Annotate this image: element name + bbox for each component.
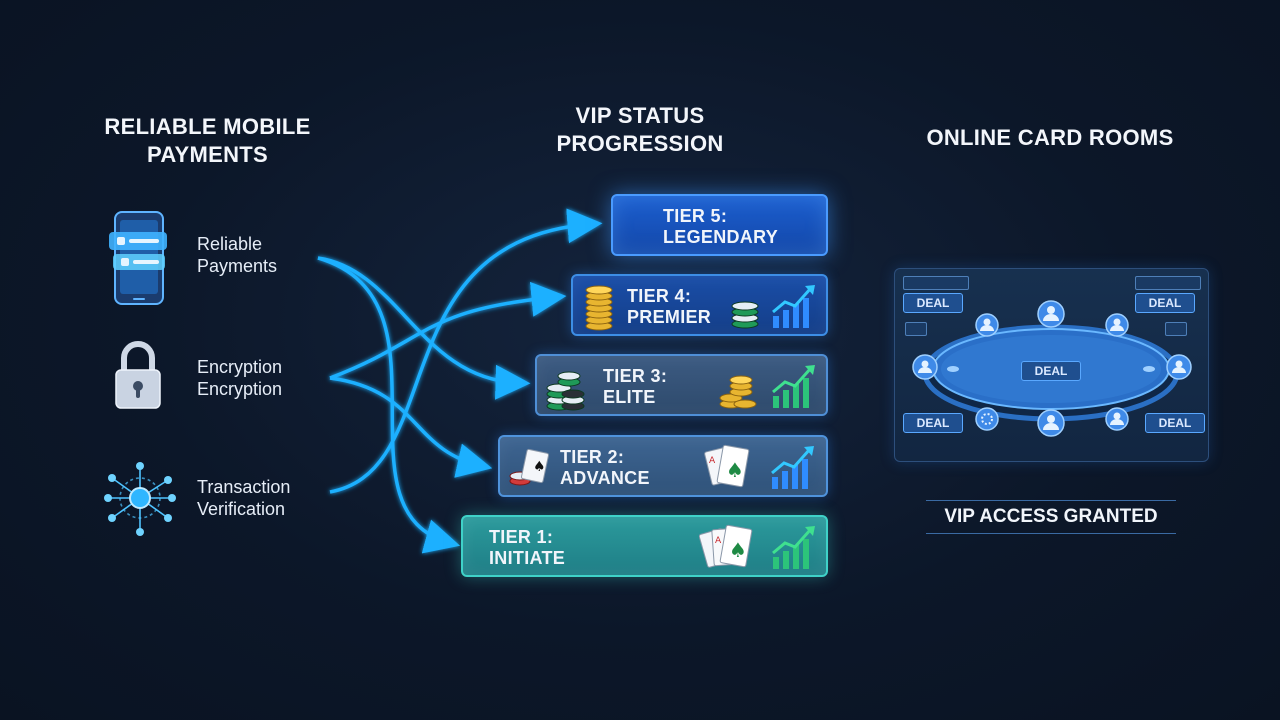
tier-1-line2: INITIATE [489,548,566,568]
playing-cards-icon: A ♠ [699,524,753,568]
poker-chip-stack-icon [546,371,585,411]
tier-3-line2: ELITE [603,387,656,407]
arrow-payments-to-tier3 [317,256,531,400]
svg-text:♠: ♠ [726,458,744,482]
room-right-indicator [1165,322,1187,336]
tier-1-box: TIER 1: INITIATE A ♠ [461,515,828,577]
room-top-right-bar [1135,276,1201,290]
tier-2-line1: TIER 2: [560,447,625,467]
growth-chart-icon [771,446,814,489]
tier-5-line2: LEGENDARY [663,227,779,247]
tier-3-label: TIER 3: ELITE [603,366,667,408]
arrow-encryption-to-tier4 [329,281,567,380]
encryption-label-line2: Encryption [197,379,283,399]
tier-5-line1: TIER 5: [663,206,728,226]
tier-4-line2: PREMIER [627,307,712,327]
encryption-label-line1: Encryption [197,357,283,377]
tier-5-label: TIER 5: LEGENDARY [663,206,778,248]
gold-coin-stack-icon [719,375,757,409]
verification-label-line2: Verification [197,499,286,519]
tier-2-line2: ADVANCE [560,468,650,488]
tier-3-box: TIER 3: ELITE [535,354,828,416]
right-column-title: ONLINE CARD ROOMS [926,125,1174,150]
deal-button-top-right[interactable]: DEAL [1135,293,1195,313]
svg-text:A: A [709,456,716,466]
tier-4-box: TIER 4: PREMIER [571,274,828,336]
cards-and-chips-icon: ♠ [509,448,550,486]
left-item-encryption-label: Encryption Encryption [197,356,282,400]
tier-4-label: TIER 4: PREMIER [627,286,711,328]
svg-text:♠: ♠ [729,538,747,562]
svg-text:A: A [715,536,722,546]
tier-2-box: ♠ TIER 2: ADVANCE A ♠ [498,435,828,497]
poker-chip-stack-icon [731,301,759,329]
mobile-payment-icon [109,211,167,305]
growth-chart-icon [772,526,815,569]
tier-5-box: TIER 5: LEGENDARY [611,194,828,256]
left-column-title: RELIABLE MOBILE PAYMENTS [104,114,311,167]
growth-chart-icon [772,365,815,408]
vip-access-status: VIP ACCESS GRANTED [926,500,1176,534]
network-node-icon [104,462,176,536]
tier-1-line1: TIER 1: [489,527,554,547]
chip-markers [947,366,1155,372]
arrow-encryption-to-tier2 [329,376,493,478]
growth-chart-icon [772,285,815,328]
deal-button-center[interactable]: DEAL [1021,361,1081,381]
svg-text:♠: ♠ [533,459,546,475]
deal-button-bottom-right[interactable]: DEAL [1145,413,1205,433]
room-top-left-bar [903,276,969,290]
deal-button-bottom-left[interactable]: DEAL [903,413,963,433]
gold-coin-stack-icon [585,285,613,331]
tier-3-line1: TIER 3: [603,366,668,386]
verification-label-line1: Transaction [197,477,291,497]
tier-1-label: TIER 1: INITIATE [489,527,565,569]
deal-button-top-left[interactable]: DEAL [903,293,963,313]
left-item-verification-label: Transaction Verification [197,476,290,520]
playing-cards-icon: A ♠ [704,444,750,488]
arrow-verification-to-tier5 [329,208,603,494]
padlock-icon [115,341,161,409]
left-item-payments-label: Reliable Payments [197,233,277,277]
center-column-title: VIP STATUS PROGRESSION [556,103,724,156]
card-room-panel: DEAL DEAL DEAL DEAL DEAL [894,268,1209,462]
tier-2-label: TIER 2: ADVANCE [560,447,650,489]
room-left-indicator [905,322,927,336]
payments-label-line2: Payments [197,256,278,276]
arrow-payments-to-tier1 [317,256,461,554]
tier-4-line1: TIER 4: [627,286,692,306]
payments-label-line1: Reliable [197,234,263,254]
